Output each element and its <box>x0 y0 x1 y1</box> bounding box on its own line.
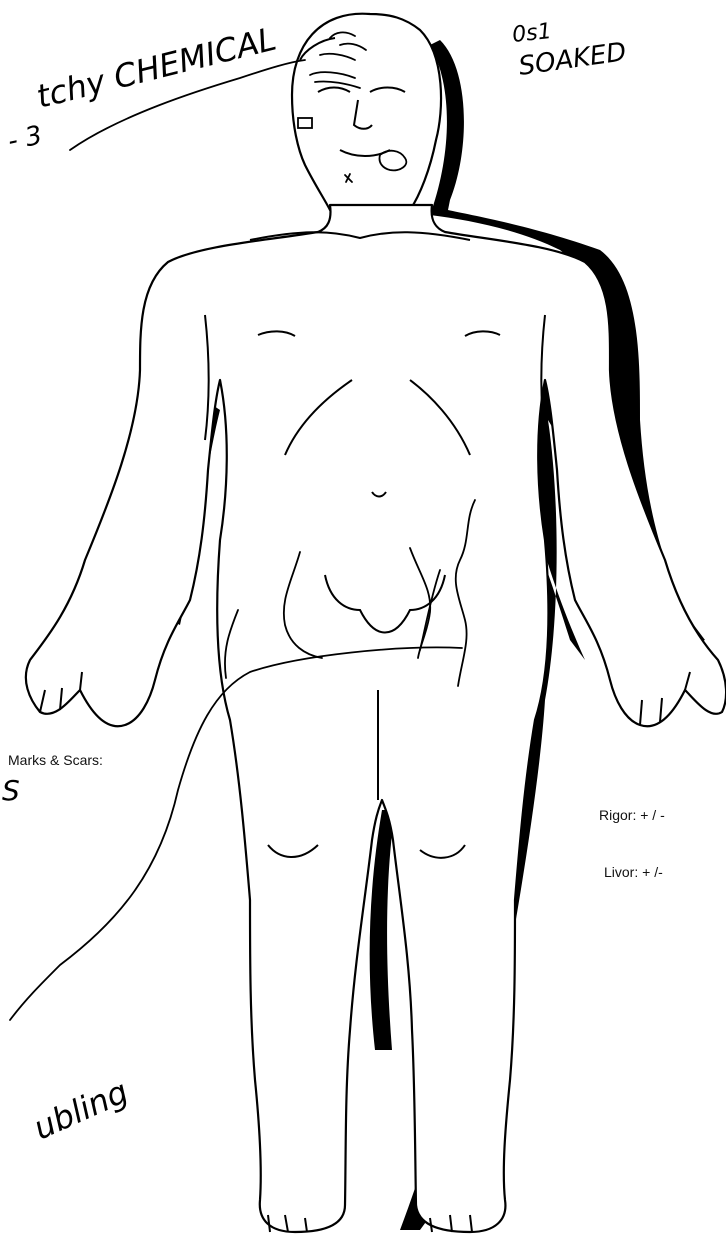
livor-label: Livor: + /- <box>604 865 663 879</box>
marks-scars-label: Marks & Scars: <box>8 753 103 767</box>
handwritten-head-note: tchy CHEMICAL <box>33 20 280 116</box>
handwritten-top-right-line1: 0s1 <box>511 19 553 48</box>
handwritten-bottom-left-note: ubling <box>28 1072 134 1147</box>
handwritten-head-prefix: - 3 <box>5 120 45 156</box>
rigor-label: Rigor: + / - <box>599 808 665 822</box>
handwritten-marks-note: S <box>2 774 20 807</box>
